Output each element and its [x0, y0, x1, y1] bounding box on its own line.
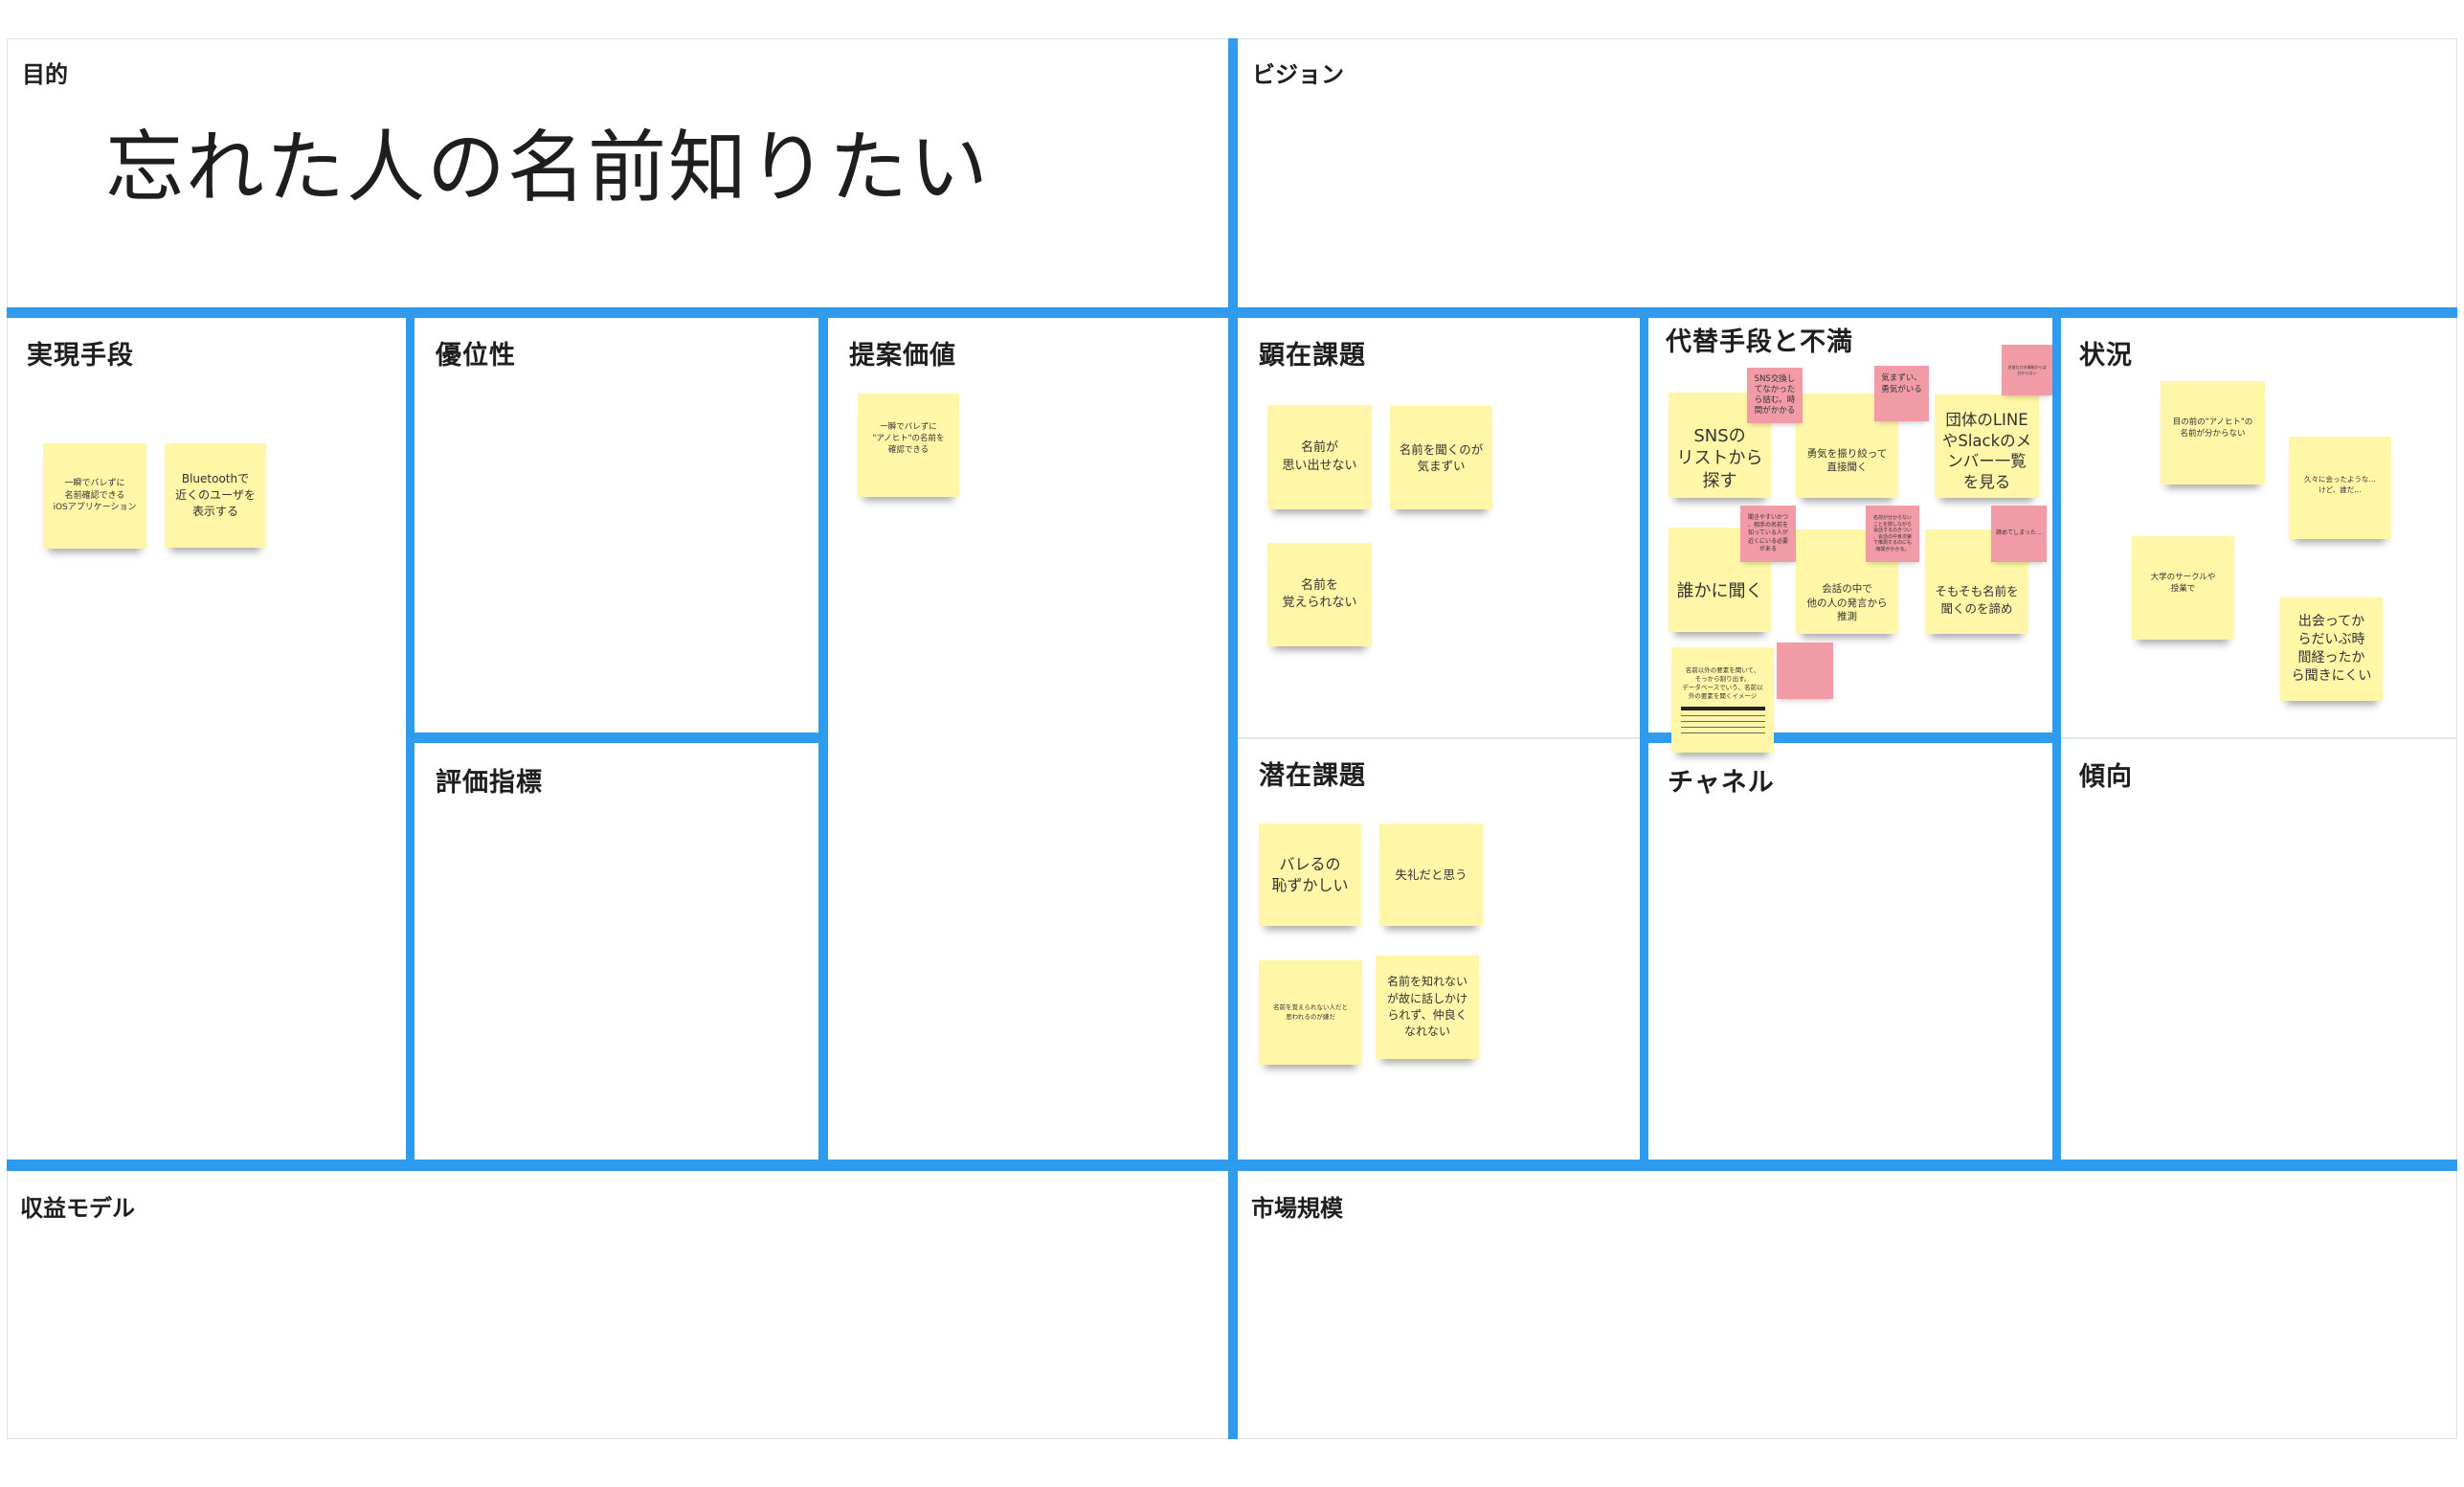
sticky-note[interactable]: 大学のサークルや 授業で: [2132, 536, 2234, 640]
divider-vertical-4: [1640, 318, 1648, 1160]
sticky-note-complaint[interactable]: 聞きやすいかつ 、相手の名前を 知っている人が 近くにいる必要 がある: [1740, 506, 1796, 562]
sticky-note-complaint[interactable]: SNS交換し てなかった ら詰む。時 間がかかる: [1747, 368, 1803, 423]
table-image: [1680, 707, 1765, 734]
sticky-note[interactable]: 失礼だと思う: [1379, 823, 1483, 926]
sticky-note[interactable]: 団体のLINE やSlackのメ ンバー一覧 を見る: [1935, 394, 2039, 498]
sticky-note[interactable]: 出会ってか らだいぶ時 間経ったか ら聞きにくい: [2280, 597, 2383, 701]
divider-thin-situation: [2061, 737, 2456, 739]
section-title-metrics: 評価指標: [436, 768, 543, 798]
divider-vertical-center: [1228, 38, 1238, 1439]
sticky-note[interactable]: 一瞬でバレずに "アノヒト"の名前を 確認できる: [858, 394, 959, 497]
purpose-label: 目的: [22, 61, 68, 88]
sticky-note[interactable]: 名前を覚えられない人だと 思われるのが嫌だ: [1259, 960, 1362, 1065]
section-title-situation: 状況: [2079, 341, 2133, 371]
section-title-implementation: 実現手段: [27, 341, 134, 371]
sticky-note[interactable]: Bluetoothで 近くのユーザを 表示する: [165, 443, 266, 548]
sticky-note[interactable]: 名前を 覚えられない: [1267, 543, 1372, 646]
sticky-note[interactable]: バレるの 恥ずかしい: [1259, 823, 1361, 926]
divider-horizontal-mid-left: [414, 732, 818, 743]
sticky-note-text: 名前以外の要素を聞いて、 そっから割り出す。 データベースでいう、名前以 外の要…: [1682, 665, 1763, 701]
section-title-trend: 傾向: [2079, 762, 2133, 792]
sticky-note[interactable]: 名前を聞くのが 気まずい: [1390, 406, 1492, 509]
section-title-visible-issues: 顕在課題: [1259, 341, 1366, 371]
section-title-alternatives: 代替手段と不満: [1666, 327, 1853, 357]
sticky-note-complaint[interactable]: 諦めてしまった…: [1991, 506, 2047, 562]
purpose-text: 忘れた人の名前知りたい: [105, 123, 991, 214]
sticky-note-complaint[interactable]: 名前が分からない ことを隠しながら 会話するのきつい 、会話の中身次第 で推測す…: [1866, 506, 1919, 562]
section-title-advantage: 優位性: [436, 341, 516, 371]
divider-horizontal-bottom: [7, 1160, 2457, 1171]
divider-thin-issues: [1238, 737, 1640, 739]
section-title-channel: チャネル: [1668, 768, 1775, 798]
divider-vertical-2: [818, 318, 828, 1160]
section-title-revenue-model: 収益モデル: [20, 1195, 135, 1222]
sticky-note-complaint[interactable]: 気まずい、 勇気がいる: [1874, 366, 1929, 421]
sticky-note[interactable]: 名前が 思い出せない: [1267, 405, 1372, 509]
vision-label: ビジョン: [1252, 61, 1344, 88]
sticky-note-complaint-blank[interactable]: [1777, 642, 1833, 699]
divider-horizontal-top: [7, 307, 2457, 318]
sticky-note[interactable]: 目の前の"アノヒト"の 名前が分からない: [2161, 381, 2265, 484]
divider-horizontal-mid-right: [1648, 732, 2052, 743]
divider-vertical-1: [406, 318, 414, 1160]
sticky-note[interactable]: 名前以外の要素を聞いて、 そっから割り出す。 データベースでいう、名前以 外の要…: [1671, 647, 1774, 753]
sticky-note[interactable]: 名前を知れない が故に話しかけ られず、仲良く なれない: [1376, 956, 1479, 1059]
section-title-latent-issues: 潜在課題: [1259, 761, 1366, 791]
sticky-note-complaint[interactable]: 名前だけの情報からは 分からない: [2002, 345, 2052, 395]
section-title-value-proposition: 提案価値: [849, 341, 956, 371]
section-title-market-size: 市場規模: [1251, 1195, 1343, 1222]
sticky-note[interactable]: 久々に会ったような… けど、誰だ…: [2289, 437, 2391, 539]
divider-vertical-5: [2052, 318, 2061, 1160]
sticky-note[interactable]: 一瞬でバレずに 名前確認できる iOSアプリケーション: [43, 443, 146, 549]
